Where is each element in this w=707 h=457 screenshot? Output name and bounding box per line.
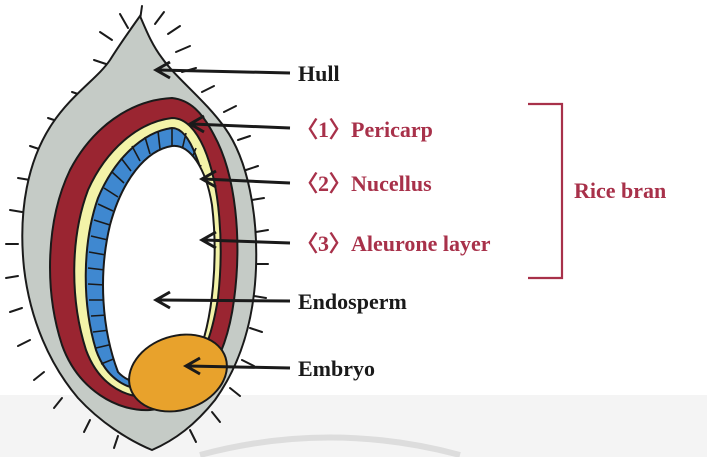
label-endosperm: Endosperm bbox=[298, 289, 407, 314]
label-pericarp: 〈1〉Pericarp bbox=[296, 117, 433, 142]
label-rice-bran: Rice bran bbox=[574, 178, 666, 203]
rice-bran-bracket bbox=[528, 104, 562, 278]
label-aleurone-layer: 〈3〉Aleurone layer bbox=[296, 231, 491, 256]
embryo-arrow bbox=[188, 366, 290, 368]
endosperm-arrow bbox=[158, 300, 290, 301]
label-hull: Hull bbox=[298, 61, 340, 86]
hull-arrow bbox=[158, 70, 290, 73]
label-embryo: Embryo bbox=[298, 356, 375, 381]
label-nucellus: 〈2〉Nucellus bbox=[296, 171, 432, 196]
